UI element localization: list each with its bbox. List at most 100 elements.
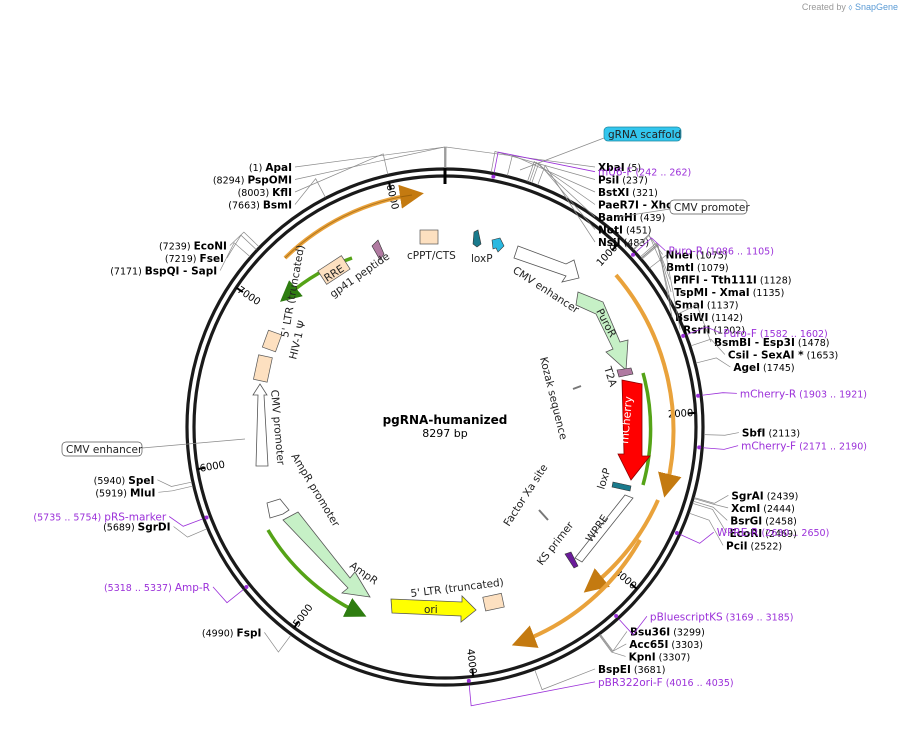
primer-leader — [680, 531, 714, 544]
primer-label: mCherry-F (2171 .. 2190) — [741, 441, 867, 453]
primer-leader — [703, 445, 739, 450]
orf-arc-bottom-right — [511, 539, 642, 648]
feature-gp41 — [371, 239, 385, 261]
site-leader — [693, 498, 729, 509]
site-leader — [641, 244, 673, 318]
site-label: PsiI (237) — [598, 175, 648, 187]
label-grna-scaffold: gRNA scaffold — [608, 129, 681, 141]
site-label: (5919) MluI — [95, 487, 155, 499]
primer-mark — [491, 174, 496, 179]
site-label: BmtI (1079) — [666, 262, 728, 274]
feature-rre — [317, 255, 351, 285]
feature-5ltr-left — [253, 354, 273, 383]
feature-factor-xa — [538, 509, 549, 521]
green-arc-left — [280, 256, 353, 302]
primer-leader — [701, 392, 737, 396]
label-t2a: T2A — [601, 364, 619, 389]
site-leader — [690, 338, 726, 355]
site-leader — [264, 632, 292, 653]
site-label: CsiI - SexAI * (1653) — [728, 350, 838, 362]
site-label: (7663) BsmI — [228, 200, 292, 212]
box-grna-scaffold — [603, 126, 682, 142]
feature-ampr — [282, 511, 371, 598]
site-leader — [537, 164, 596, 243]
primer-leader — [635, 237, 666, 253]
snapgene-logo-icon: ⬨ — [848, 2, 855, 12]
site-leader — [703, 432, 739, 436]
site-leader — [294, 153, 389, 193]
feature-5ltr-bottom — [482, 592, 505, 612]
site-label: XcmI (2444) — [731, 503, 795, 515]
site-leader — [598, 634, 626, 657]
site-label: (5940) SpeI — [94, 475, 155, 487]
site-label: KpnI (3307) — [629, 651, 691, 663]
primer-label: pBluescriptKS (3169 .. 3185) — [650, 611, 794, 623]
site-label: (7239) EcoNI — [159, 240, 227, 252]
feature-cmv-promoter-left — [252, 383, 269, 467]
label-cmv-promoter-box: CMV promoter — [674, 202, 750, 214]
site-label: SbfI (2113) — [742, 428, 800, 440]
feature-loxp-bottom — [611, 481, 632, 492]
site-leader — [633, 234, 664, 268]
site-label: NotI (451) — [598, 225, 652, 237]
site-leader — [641, 243, 672, 305]
primer-mark — [614, 614, 619, 619]
feature-kozak — [572, 385, 582, 390]
feature-mcherry — [617, 379, 651, 481]
feature-ampr-promoter — [266, 498, 290, 519]
primer-leader — [618, 616, 648, 636]
site-leader — [219, 242, 251, 271]
primer-label: mCherry-R (1903 .. 1921) — [740, 388, 867, 400]
label-puror: PuroR — [593, 307, 618, 340]
snapgene-credit: Created by ⬨ SnapGene — [802, 2, 898, 13]
primer-leader — [468, 681, 596, 707]
site-leader — [534, 668, 596, 691]
orf-arc-right — [614, 273, 682, 498]
tick-mark — [388, 182, 392, 191]
feature-loxp-top — [472, 229, 482, 248]
primer-leader — [493, 151, 596, 173]
site-label: BsrGI (2458) — [730, 515, 797, 527]
primer-mark — [696, 393, 701, 398]
site-label: EcoRI (2469) — [730, 528, 797, 540]
primer-sites: mU6-F (242 .. 262)Puro-R (1086 .. 1105)P… — [33, 151, 867, 707]
credit-prefix: Created by — [801, 2, 846, 12]
label-ori: ori — [424, 604, 438, 616]
site-label: (8003) KflI — [238, 187, 292, 199]
label-cmv-enhancer-box: CMV enhancer — [66, 444, 143, 456]
primer-label: WPRE-R (2630 .. 2650) — [717, 527, 830, 539]
site-leader — [294, 178, 326, 205]
feature-loxp-top-arrow — [491, 237, 505, 253]
site-label: BspEI (3681) — [598, 664, 665, 676]
site-leader — [677, 304, 712, 343]
label-cppt: cPPT/CTS — [407, 250, 456, 262]
site-leader — [173, 526, 208, 538]
label-mcherry: mCherry — [618, 395, 635, 444]
site-label: BamHI (439) — [598, 212, 665, 224]
box-cmv-promoter — [669, 199, 748, 215]
site-leader — [490, 151, 596, 180]
tick-label: 7000 — [235, 285, 262, 308]
outer-arcs — [266, 184, 682, 648]
primer-label: Puro-R (1086 .. 1105) — [668, 246, 773, 258]
site-label: PciI (2522) — [726, 540, 782, 552]
site-leader — [158, 485, 193, 493]
label-loxp-bottom: loxP — [595, 467, 613, 491]
site-label: (7171) BspQI - SapI — [110, 265, 217, 277]
primer-mark — [631, 252, 636, 257]
tick-label: 3000 — [612, 567, 639, 592]
credit-brand: SnapGene — [854, 2, 898, 12]
feature-cppt — [419, 229, 439, 245]
site-label: (7219) FseI — [165, 253, 224, 265]
site-label: XbaI (5) — [598, 162, 641, 174]
site-label: Bsu36I (3299) — [630, 626, 705, 638]
primer-mark — [466, 678, 471, 683]
site-label: (4990) FspI — [202, 627, 261, 639]
site-label: NsiI (483) — [598, 237, 649, 249]
site-label: AgeI (1745) — [733, 362, 794, 374]
site-leader — [527, 161, 596, 205]
tick-label: 5000 — [292, 602, 316, 629]
tick-mark — [611, 243, 619, 252]
